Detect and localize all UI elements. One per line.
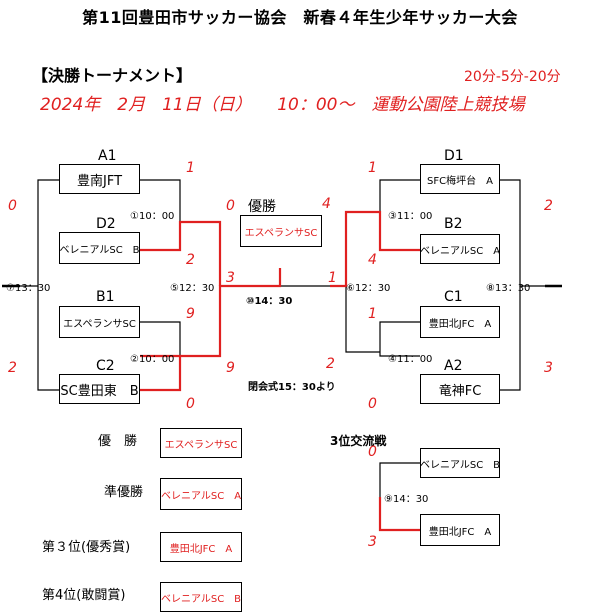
match-time-2: ②10：00 xyxy=(130,354,175,365)
score-third-bottom: 3 xyxy=(368,534,377,550)
score-d1: 1 xyxy=(368,160,377,176)
score-sf-left: 3 xyxy=(226,270,235,286)
team-box-c2: SC豊田東 B xyxy=(59,374,140,404)
seed-label-b1: B1 xyxy=(96,289,115,305)
score-c1: 1 xyxy=(368,306,377,322)
final-label: 優勝 xyxy=(248,199,276,215)
team-box-b2: ベレニアルSC A xyxy=(420,234,500,264)
score-m7-top: 0 xyxy=(8,198,17,214)
closing-ceremony: 閉会式15：30より xyxy=(248,382,336,393)
score-m5-bottom: 9 xyxy=(226,360,235,376)
team-box-a1: 豊南JFT xyxy=(59,164,140,194)
rank-label-1: 優 勝 xyxy=(98,434,138,449)
team-box-c1: 豊田北JFC A xyxy=(420,306,500,338)
score-b2: 4 xyxy=(368,252,377,268)
match-time-9: ⑨14：30 xyxy=(384,494,429,505)
score-a1: 1 xyxy=(186,160,195,176)
score-sf-right: 1 xyxy=(328,270,337,286)
score-b1: 9 xyxy=(186,306,195,322)
team-box-b1: エスペランサSC xyxy=(59,306,140,338)
score-third-top: 0 xyxy=(368,444,377,460)
rank-team-2: ベレニアルSC A xyxy=(160,478,242,510)
champion-box: エスペランサSC xyxy=(240,215,322,247)
seed-label-c1: C1 xyxy=(444,289,463,305)
seed-label-a1: A1 xyxy=(98,148,117,164)
team-box-d1: SFC梅坪台 A xyxy=(420,164,500,194)
score-m8-bottom: 3 xyxy=(544,360,553,376)
match-time-7: ⑦13：30 xyxy=(6,283,51,294)
third-place-title: 3位交流戦 xyxy=(330,434,387,448)
rank-team-4: ベレニアルSC B xyxy=(160,582,242,612)
score-m8-top: 2 xyxy=(544,198,553,214)
team-box-a2: 竜神FC xyxy=(420,374,500,404)
rank-team-1: エスペランサSC xyxy=(160,428,242,458)
rank-team-3: 豊田北JFC A xyxy=(160,532,242,562)
seed-label-b2: B2 xyxy=(444,216,463,232)
rank-label-2: 準優勝 xyxy=(104,485,144,500)
match-time-4: ④11：00 xyxy=(388,354,433,365)
score-m7-bottom: 2 xyxy=(8,360,17,376)
rank-label-3: 第３位(優秀賞) xyxy=(42,540,131,555)
match-time-6: ⑥12：30 xyxy=(346,283,391,294)
score-final-right: 4 xyxy=(322,196,331,212)
rank-label-4: 第4位(敢闘賞) xyxy=(42,588,126,603)
page-title: 第11回豊田市サッカー協会 新春４年生少年サッカー大会 xyxy=(82,8,518,27)
score-final-left: 0 xyxy=(226,198,235,214)
section-heading: 【決勝トーナメント】 xyxy=(32,66,193,85)
score-d2: 2 xyxy=(186,252,195,268)
match-time-10: ⑩14：30 xyxy=(246,296,293,307)
seed-label-a2: A2 xyxy=(444,358,463,374)
third-team-bottom: 豊田北JFC A xyxy=(420,514,500,546)
match-time-8: ⑧13：30 xyxy=(486,283,531,294)
match-time-5: ⑤12：30 xyxy=(170,283,215,294)
date-venue: 2024年 2月 11日（日） 10：00～ 運動公園陸上競技場 xyxy=(40,95,525,115)
match-time-3: ③11：00 xyxy=(388,211,433,222)
seed-label-d1: D1 xyxy=(444,148,464,164)
seed-label-d2: D2 xyxy=(96,216,116,232)
seed-label-c2: C2 xyxy=(96,358,115,374)
third-team-top: ベレニアルSC B xyxy=(420,448,500,478)
team-box-d2: ベレニアルSC B xyxy=(59,232,140,264)
score-m6-bottom: 2 xyxy=(326,356,335,372)
match-time-1: ①10：00 xyxy=(130,211,175,222)
score-a2: 0 xyxy=(368,396,377,412)
score-c2: 0 xyxy=(186,396,195,412)
time-rule: 20分-5分-20分 xyxy=(464,69,561,85)
